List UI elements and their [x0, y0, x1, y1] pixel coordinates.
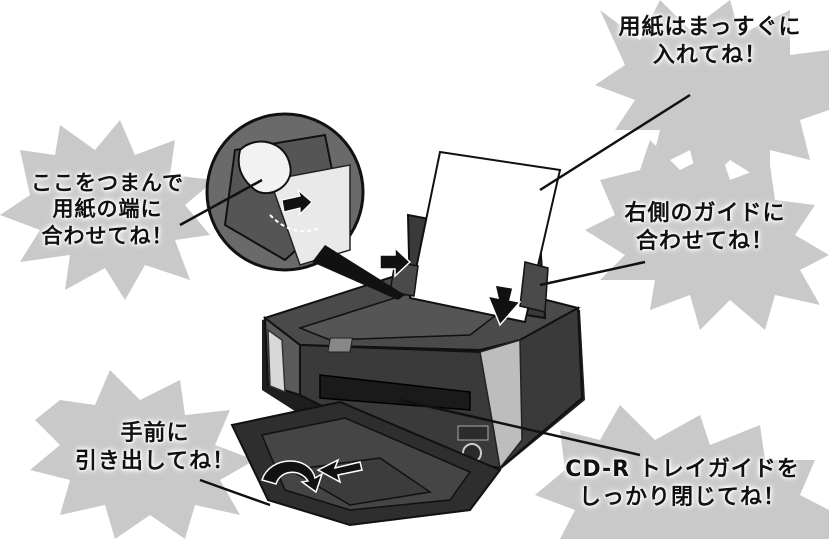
zoom-inset — [205, 112, 405, 300]
control-buttons — [457, 425, 489, 441]
right-paper-guide — [519, 261, 549, 313]
leader-lines — [179, 93, 691, 507]
callout-pinch-line2: 用紙の端に — [52, 197, 163, 222]
callout-front-line2: 引き出してね！ — [74, 448, 236, 474]
burst-cdr — [535, 405, 829, 539]
callout-cdr-line1: CD-R トレイガイドを — [565, 457, 800, 482]
callout-cdr-line2: しっかり閉じてね！ — [578, 484, 786, 510]
leader-pinch — [179, 178, 263, 227]
burst-paper — [595, 0, 829, 190]
callout-paper-line1: 用紙はまっすぐに — [618, 15, 802, 40]
leader-cdr — [399, 398, 641, 457]
inset-finger — [237, 140, 292, 195]
callout-paper-straight: 用紙はまっすぐに 入れてね！ — [600, 14, 820, 69]
leader-guide — [539, 260, 646, 287]
leader-paper — [539, 93, 691, 192]
pull-out-arrow — [316, 458, 363, 484]
arrows — [261, 246, 522, 494]
burst-guide — [585, 140, 829, 330]
inset-paper — [269, 164, 351, 266]
printer-silver-trim — [267, 328, 286, 394]
printer-logo-plate — [327, 337, 353, 353]
zoom-connector — [312, 245, 405, 300]
callout-pinch-line1: ここをつまんで — [31, 171, 184, 195]
printer-silver-trim-right — [479, 338, 523, 470]
cdr-tray-guide-slot — [319, 374, 471, 411]
paper-support — [389, 150, 562, 324]
callout-pinch-line3: 合わせてね！ — [41, 223, 174, 248]
leader-front — [199, 478, 271, 507]
callout-guide-line2: 合わせてね！ — [635, 228, 774, 254]
callout-right-guide: 右側のガイドに 合わせてね！ — [595, 200, 815, 255]
inset-pinch-arrows — [281, 188, 313, 216]
guide-slide-arrow — [379, 246, 412, 278]
burst-front — [30, 370, 255, 539]
rotate-arrow — [261, 460, 324, 494]
callout-pinch: ここをつまんで 用紙の端に 合わせてね！ — [5, 170, 210, 249]
callout-cdr-guide: CD-R トレイガイドを しっかり閉じてね！ — [540, 456, 825, 511]
callout-front-line1: 手前に — [120, 421, 190, 446]
inset-dashed-line — [269, 214, 321, 233]
callout-paper-line2: 入れてね！ — [652, 42, 768, 68]
burst-pinch — [0, 120, 215, 300]
insert-paper-arrow — [486, 284, 522, 327]
callout-front-tray: 手前に 引き出してね！ — [55, 420, 255, 475]
callout-guide-line1: 右側のガイドに — [624, 201, 786, 226]
